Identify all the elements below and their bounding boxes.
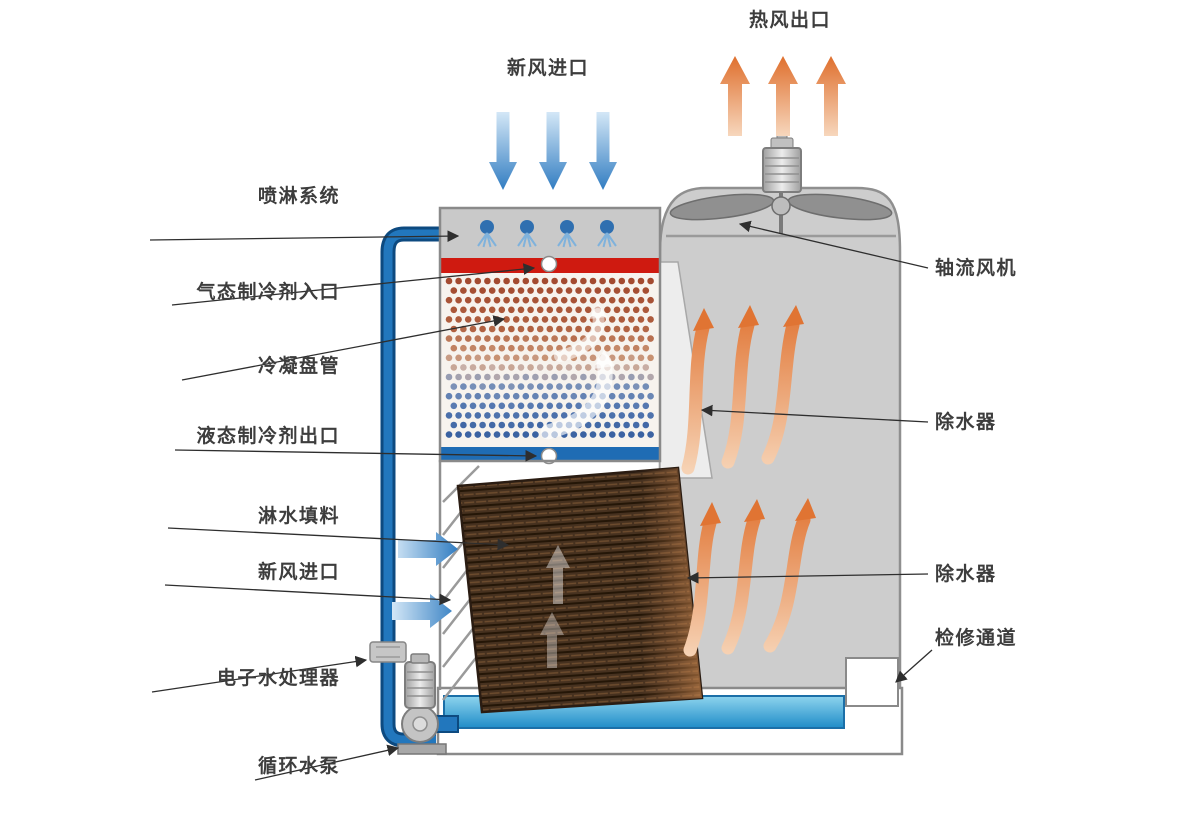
labels: 热风出口 新风进口 喷淋系统 气态制冷剂入口 冷凝盘管 液态制冷剂出口 淋水填料… [195,8,1017,777]
internal-airflow-lower [683,513,811,657]
callout-spray-system [149,230,460,242]
electronic-water-treater [369,641,407,663]
callout-coil [181,315,506,381]
gas-inlet-port [540,255,558,273]
spray-nozzle [557,220,577,248]
label-gas-refrigerant-inlet: 气态制冷剂入口 [195,280,340,303]
label-condensing-coil: 冷凝盘管 [258,354,340,377]
spray-nozzles [477,220,617,248]
label-fresh-air-inlet-side: 新风进口 [258,560,340,583]
circulating-pump [397,653,459,755]
service-access-opening [845,657,899,707]
callout-gas-inlet [171,263,536,306]
callout-liquid-outlet [174,449,538,462]
fill-airflow-arrow [540,612,564,668]
coil-airflow-swoosh [540,303,615,440]
spray-nozzle [597,220,617,248]
fan-hub [771,196,791,216]
fill-media [456,466,704,714]
callout-fan [738,220,929,269]
label-drift-eliminator-lower: 除水器 [935,562,997,585]
label-fresh-air-inlet-top: 新风进口 [507,56,589,79]
hot-air-outlet-arrows [720,56,846,136]
label-spray-system: 喷淋系统 [258,184,340,207]
condenser-module-outline [438,206,662,463]
fill-airflow-arrow [546,545,570,604]
callout-service-access [895,649,933,683]
pump-motor [404,661,436,709]
label-axial-fan: 轴流风机 [935,256,1017,279]
pump-base [397,743,447,755]
internal-airflow-lower-heads [700,498,816,526]
callout-pump [254,744,400,781]
callout-fresh-air-side [164,584,452,606]
spray-supply-pipe [380,226,468,748]
internal-airflow-upper-heads [693,305,804,331]
spray-header-housing [440,208,660,258]
callout-fill [167,527,510,551]
callout-eliminator-lower [686,571,929,584]
callout-lines [149,220,933,781]
spray-nozzle [477,220,497,248]
label-service-access: 检修通道 [935,626,1017,649]
label-electronic-water-treater: 电子水处理器 [217,666,340,689]
condenser-module [438,206,662,465]
fan-motor [762,131,802,193]
label-liquid-refrigerant-outlet: 液态制冷剂出口 [196,424,340,447]
internal-airflow-upper [681,318,800,475]
label-hot-air-outlet: 热风出口 [749,8,831,31]
label-drift-eliminator-upper: 除水器 [935,410,997,433]
spray-nozzle [517,220,537,248]
coil-background [440,273,660,447]
pump-outlet-stub [435,715,459,733]
label-circulating-pump: 循环水泵 [258,754,340,777]
fresh-air-inlet-arrows-top [489,112,617,190]
callout-water-treater [151,655,368,693]
fresh-air-inlet-arrows-side [392,532,458,628]
callout-eliminator-upper [700,404,929,423]
label-fill-material: 淋水填料 [258,504,340,527]
